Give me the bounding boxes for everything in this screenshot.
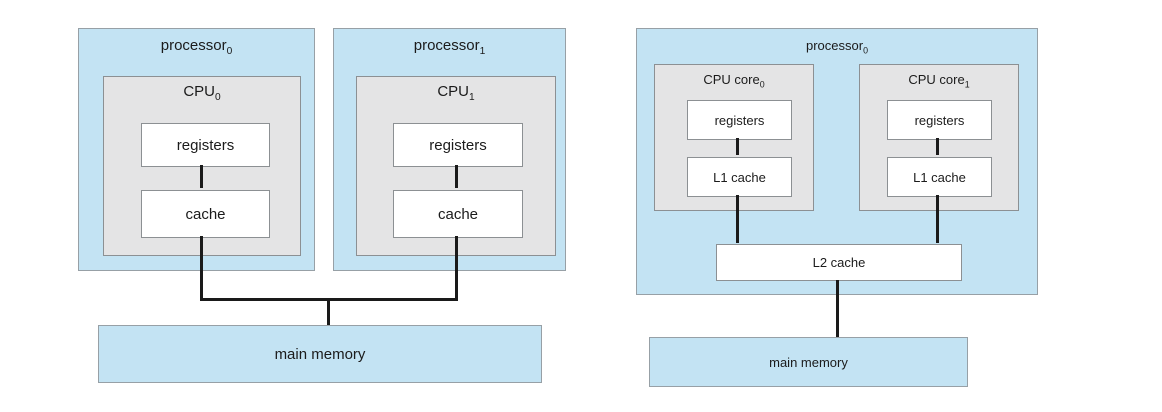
cpu-core1-label-sub: 1	[964, 79, 970, 90]
cpu1-label-sub: 1	[469, 92, 475, 103]
cpu-core1-label: CPU core1	[860, 72, 1018, 90]
multicore-processor0-label-text: processor	[806, 38, 864, 53]
cpu-core0-label: CPU core0	[655, 72, 813, 90]
cpu-core0-label-text: CPU core	[703, 72, 760, 87]
multicore-processor0-label-sub: 0	[863, 45, 868, 56]
connector-cache1-bus	[455, 236, 458, 301]
processor0-label-text: processor	[160, 37, 227, 54]
cpu-core1-box: CPU core1 registers L1 cache	[859, 64, 1019, 211]
l2-cache-box: L2 cache	[716, 244, 962, 281]
multicore-processor0-label: processor0	[637, 38, 1037, 56]
cpu0-registers-label: registers	[176, 136, 235, 154]
multicore-processor0-box: processor0 CPU core0 registers L1 cache …	[636, 28, 1038, 295]
cpu1-cache-label: cache	[437, 205, 479, 223]
cpu-core0-l1-cache-box: L1 cache	[687, 157, 792, 197]
processor1-label: processor1	[334, 37, 565, 57]
cpu-core0-l1-cache-label: L1 cache	[713, 169, 766, 185]
cpu0-cache-label: cache	[185, 205, 226, 223]
cpu0-registers-box: registers	[141, 123, 270, 167]
cpu-core1-label-text: CPU core	[908, 72, 965, 87]
cpu1-label: CPU1	[357, 83, 555, 103]
main-memory-box-left: main memory	[98, 325, 542, 383]
cpu1-cache-box: cache	[393, 190, 523, 238]
processor0-label-sub: 0	[226, 46, 233, 57]
main-memory-label-right: main memory	[769, 354, 848, 370]
cpu0-box: CPU0 registers cache	[103, 76, 301, 256]
cpu0-cache-box: cache	[141, 190, 270, 238]
l2-cache-label: L2 cache	[812, 255, 866, 270]
cpu0-label: CPU0	[104, 83, 300, 103]
connector-core0-l1-l2	[736, 195, 739, 243]
cpu-core0-box: CPU core0 registers L1 cache	[654, 64, 814, 211]
main-memory-label-left: main memory	[274, 345, 366, 363]
cpu0-label-sub: 0	[215, 92, 221, 103]
processor1-label-sub: 1	[479, 46, 486, 57]
cpu0-label-text: CPU	[183, 83, 215, 100]
connector-bus-memory	[327, 300, 330, 325]
cpu-core1-registers-label: registers	[914, 112, 965, 128]
cpu1-label-text: CPU	[437, 83, 469, 100]
connector-registers1-cache1	[455, 165, 458, 188]
cpu-core0-label-sub: 0	[759, 79, 765, 90]
memory-bus-line	[200, 298, 458, 301]
main-memory-box-right: main memory	[649, 337, 968, 387]
connector-registers0-cache0	[200, 165, 203, 188]
connector-core1-registers-l1	[936, 138, 939, 155]
cpu-core1-registers-box: registers	[887, 100, 992, 140]
cpu-core1-l1-cache-box: L1 cache	[887, 157, 992, 197]
processor1-label-text: processor	[413, 37, 480, 54]
cpu-core0-registers-label: registers	[714, 112, 765, 128]
connector-core1-l1-l2	[936, 195, 939, 243]
processor0-label: processor0	[79, 37, 314, 57]
connector-cache0-bus	[200, 236, 203, 301]
cpu-core0-registers-box: registers	[687, 100, 792, 140]
cpu1-registers-label: registers	[429, 136, 487, 154]
cpu-core1-l1-cache-label: L1 cache	[913, 169, 966, 185]
processor1-box: processor1 CPU1 registers cache	[333, 28, 566, 271]
connector-l2-memory	[836, 280, 839, 337]
cpu1-registers-box: registers	[393, 123, 523, 167]
connector-core0-registers-l1	[736, 138, 739, 155]
processor0-box: processor0 CPU0 registers cache	[78, 28, 315, 271]
